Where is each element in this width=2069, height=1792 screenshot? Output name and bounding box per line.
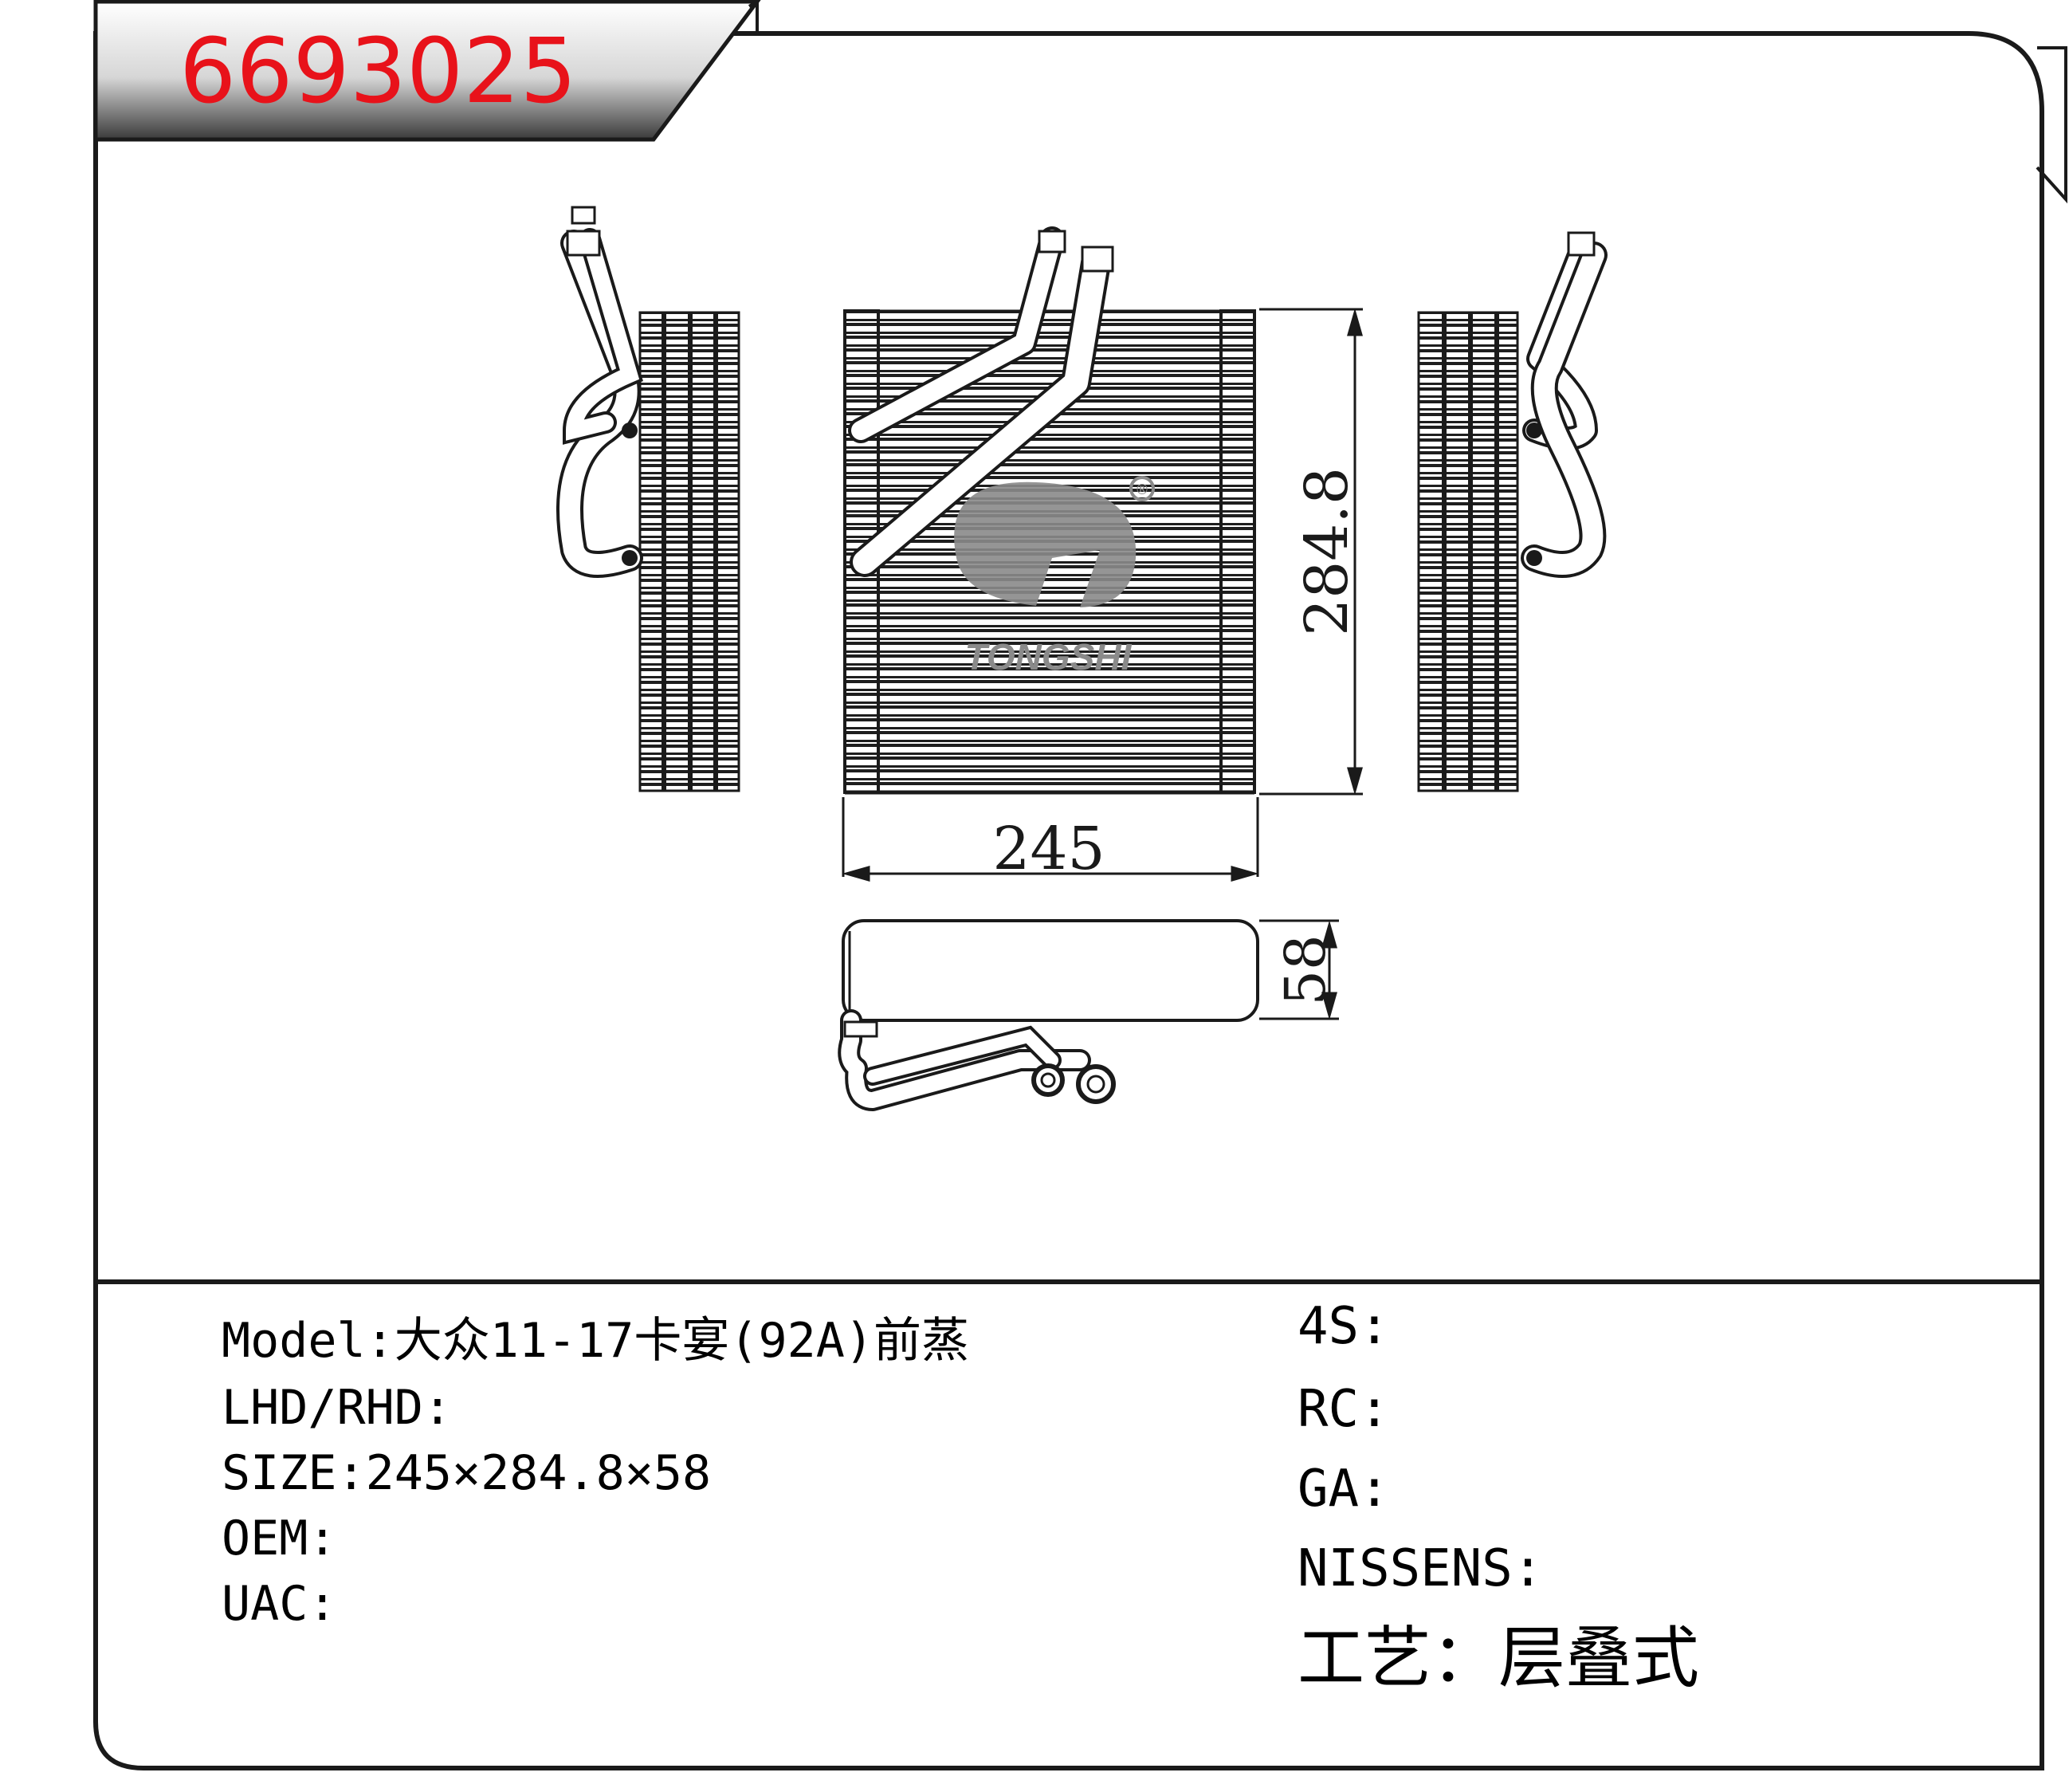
process-type: 工艺：层叠式	[1298, 1619, 1700, 1697]
logo-registered: ®	[1135, 481, 1149, 498]
title-tab	[93, 0, 761, 142]
spec-uac: UAC:	[222, 1576, 337, 1632]
ref-ga: GA:	[1298, 1460, 1390, 1519]
top-view	[838, 919, 1259, 1111]
dimension-height	[1259, 308, 1363, 796]
logo-text: TONGSHI	[965, 636, 1133, 678]
dimension-depth-label: 58	[1273, 934, 1338, 1005]
dimension-height-label: 284.8	[1293, 467, 1361, 636]
right-side-view	[1417, 231, 1608, 792]
dimension-width-label: 245	[992, 815, 1105, 883]
spec-model: Model:大众11-17卡宴(92A)前蒸	[222, 1313, 969, 1369]
dimension-depth	[1259, 919, 1339, 1020]
ref-4s: 4S:	[1298, 1297, 1390, 1356]
sheet-border	[93, 31, 2044, 1770]
ref-nissens: NISSENS:	[1298, 1539, 1544, 1598]
front-view: ® TONGSHI	[843, 226, 1256, 795]
spec-size: SIZE:245×284.8×58	[222, 1445, 712, 1501]
spec-lhd-rhd: LHD/RHD:	[222, 1380, 452, 1436]
dimension-width	[842, 797, 1259, 882]
ref-rc: RC:	[1298, 1380, 1390, 1439]
left-side-view	[556, 206, 740, 792]
logo-mark	[954, 481, 1137, 607]
spec-oem: OEM:	[222, 1511, 337, 1566]
part-number: 6693025	[179, 20, 577, 124]
corner-fold	[2036, 46, 2067, 204]
